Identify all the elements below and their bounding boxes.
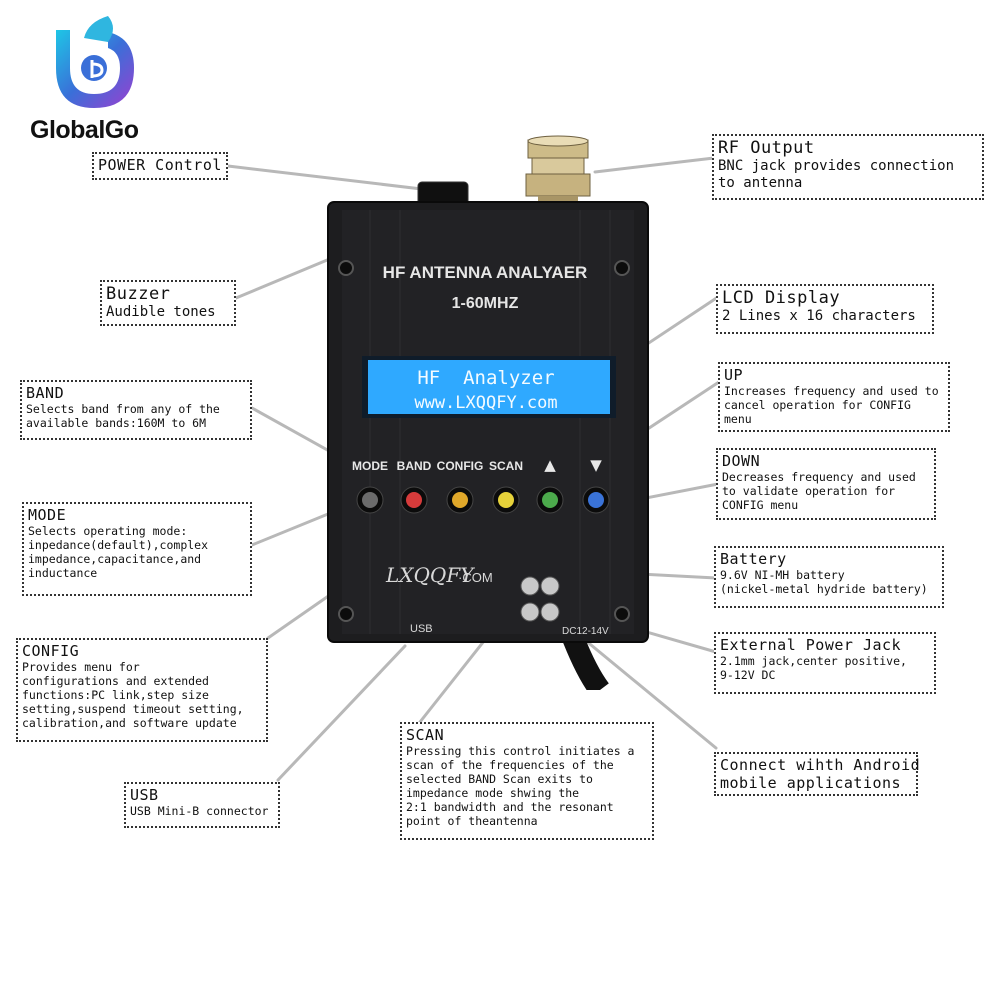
lcd-line-1: HF Analyzer bbox=[417, 367, 554, 389]
callout-usb-title: USB bbox=[130, 786, 159, 804]
callout-scan-title: SCAN bbox=[406, 726, 445, 744]
callout-mode: MODE Selects operating mode: inpedance(d… bbox=[22, 502, 252, 596]
callout-mode-title: MODE bbox=[28, 506, 67, 524]
button-label-scan: SCAN bbox=[489, 459, 523, 473]
callout-up-desc: Increases frequency and used to cancel o… bbox=[724, 384, 939, 426]
callout-usb-desc: USB Mini-B connector bbox=[130, 804, 269, 818]
brand-name: GlobalGo bbox=[30, 116, 139, 144]
callout-external-power-jack: External Power Jack 2.1mm jack,center po… bbox=[714, 632, 936, 694]
band-button[interactable] bbox=[406, 492, 422, 508]
callout-battery-title: Battery bbox=[720, 550, 787, 568]
button-label-mode: MODE bbox=[352, 459, 388, 473]
button-label-config: CONFIG bbox=[437, 459, 484, 473]
antenna-analyzer-device: HF ANTENNA ANALYAER 1-60MHZ HF Analyzer … bbox=[327, 135, 649, 690]
maker-logo-suffix: ·COM bbox=[458, 570, 493, 585]
usb-port-label: USB bbox=[410, 623, 433, 635]
callout-down: DOWN Decreases frequency and used to val… bbox=[716, 448, 936, 520]
callout-lcd-display-desc: 2 Lines x 16 characters bbox=[722, 308, 916, 324]
leader-rf bbox=[593, 156, 716, 174]
callout-lcd-display: LCD Display 2 Lines x 16 characters bbox=[716, 284, 934, 334]
mode-button[interactable] bbox=[362, 492, 378, 508]
callout-config: CONFIG Provides menu for configurations … bbox=[16, 638, 268, 742]
callout-down-desc: Decreases frequency and used to validate… bbox=[722, 470, 916, 512]
config-button[interactable] bbox=[452, 492, 468, 508]
leader-usb bbox=[276, 644, 407, 782]
callout-power-control-title: POWER Control bbox=[98, 156, 222, 174]
brand-logo-icon bbox=[56, 16, 134, 108]
callout-power-control: POWER Control bbox=[92, 152, 228, 180]
screw-icons bbox=[338, 260, 630, 622]
leader-power bbox=[226, 164, 432, 192]
callout-external-power-jack-title: External Power Jack bbox=[720, 636, 902, 654]
side-connector-icons bbox=[520, 576, 560, 622]
callout-band: BAND Selects band from any of the availa… bbox=[20, 380, 252, 440]
callout-band-title: BAND bbox=[26, 384, 65, 402]
callout-up-title: UP bbox=[724, 366, 744, 384]
callout-battery-desc: 9.6V NI-MH battery (nickel-metal hydride… bbox=[720, 568, 928, 596]
callout-band-desc: Selects band from any of the available b… bbox=[26, 402, 220, 430]
down-arrow-icon: ▼ bbox=[590, 456, 602, 474]
button-label-band: BAND bbox=[397, 459, 432, 473]
callout-up: UP Increases frequency and used to cance… bbox=[718, 362, 950, 432]
lcd-line-2: www.LXQQFY.com bbox=[414, 393, 557, 413]
callout-external-power-jack-desc: 2.1mm jack,center positive, 9-12V DC bbox=[720, 654, 907, 682]
maker-logo: LXQQFY bbox=[385, 563, 475, 587]
callout-rf-output-desc: BNC jack provides connection to antenna bbox=[718, 158, 955, 191]
up-arrow-icon: ▲ bbox=[544, 456, 556, 474]
device-subtitle: 1-60MHZ bbox=[452, 295, 519, 312]
callout-buzzer-title: Buzzer bbox=[106, 284, 171, 304]
callout-android-desc: mobile applications bbox=[720, 774, 902, 792]
callout-rf-output-title: RF Output bbox=[718, 138, 815, 158]
callout-scan-desc: Pressing this control initiates a scan o… bbox=[406, 744, 635, 828]
scan-button[interactable] bbox=[498, 492, 514, 508]
callout-buzzer-desc: Audible tones bbox=[106, 304, 216, 320]
callout-buzzer: Buzzer Audible tones bbox=[100, 280, 236, 326]
callout-scan: SCAN Pressing this control initiates a s… bbox=[400, 722, 654, 840]
down-button[interactable] bbox=[588, 492, 604, 508]
callout-rf-output: RF Output BNC jack provides connection t… bbox=[712, 134, 984, 200]
callout-config-title: CONFIG bbox=[22, 642, 80, 660]
callout-lcd-display-title: LCD Display bbox=[722, 288, 841, 308]
callout-config-desc: Provides menu for configurations and ext… bbox=[22, 660, 244, 730]
device-title: HF ANTENNA ANALYAER bbox=[383, 263, 588, 282]
dc-jack-label: DC12-14V bbox=[562, 626, 609, 637]
callout-usb: USB USB Mini-B connector bbox=[124, 782, 280, 828]
callout-down-title: DOWN bbox=[722, 452, 761, 470]
callout-battery: Battery 9.6V NI-MH battery (nickel-metal… bbox=[714, 546, 944, 608]
up-button[interactable] bbox=[542, 492, 558, 508]
bnc-connector-icon bbox=[525, 135, 591, 206]
callout-android: Connect wihth Android mobile application… bbox=[714, 752, 921, 796]
callout-mode-desc: Selects operating mode: inpedance(defaul… bbox=[28, 524, 209, 580]
leader-android bbox=[583, 638, 718, 750]
callout-android-title: Connect wihth Android bbox=[720, 756, 921, 774]
